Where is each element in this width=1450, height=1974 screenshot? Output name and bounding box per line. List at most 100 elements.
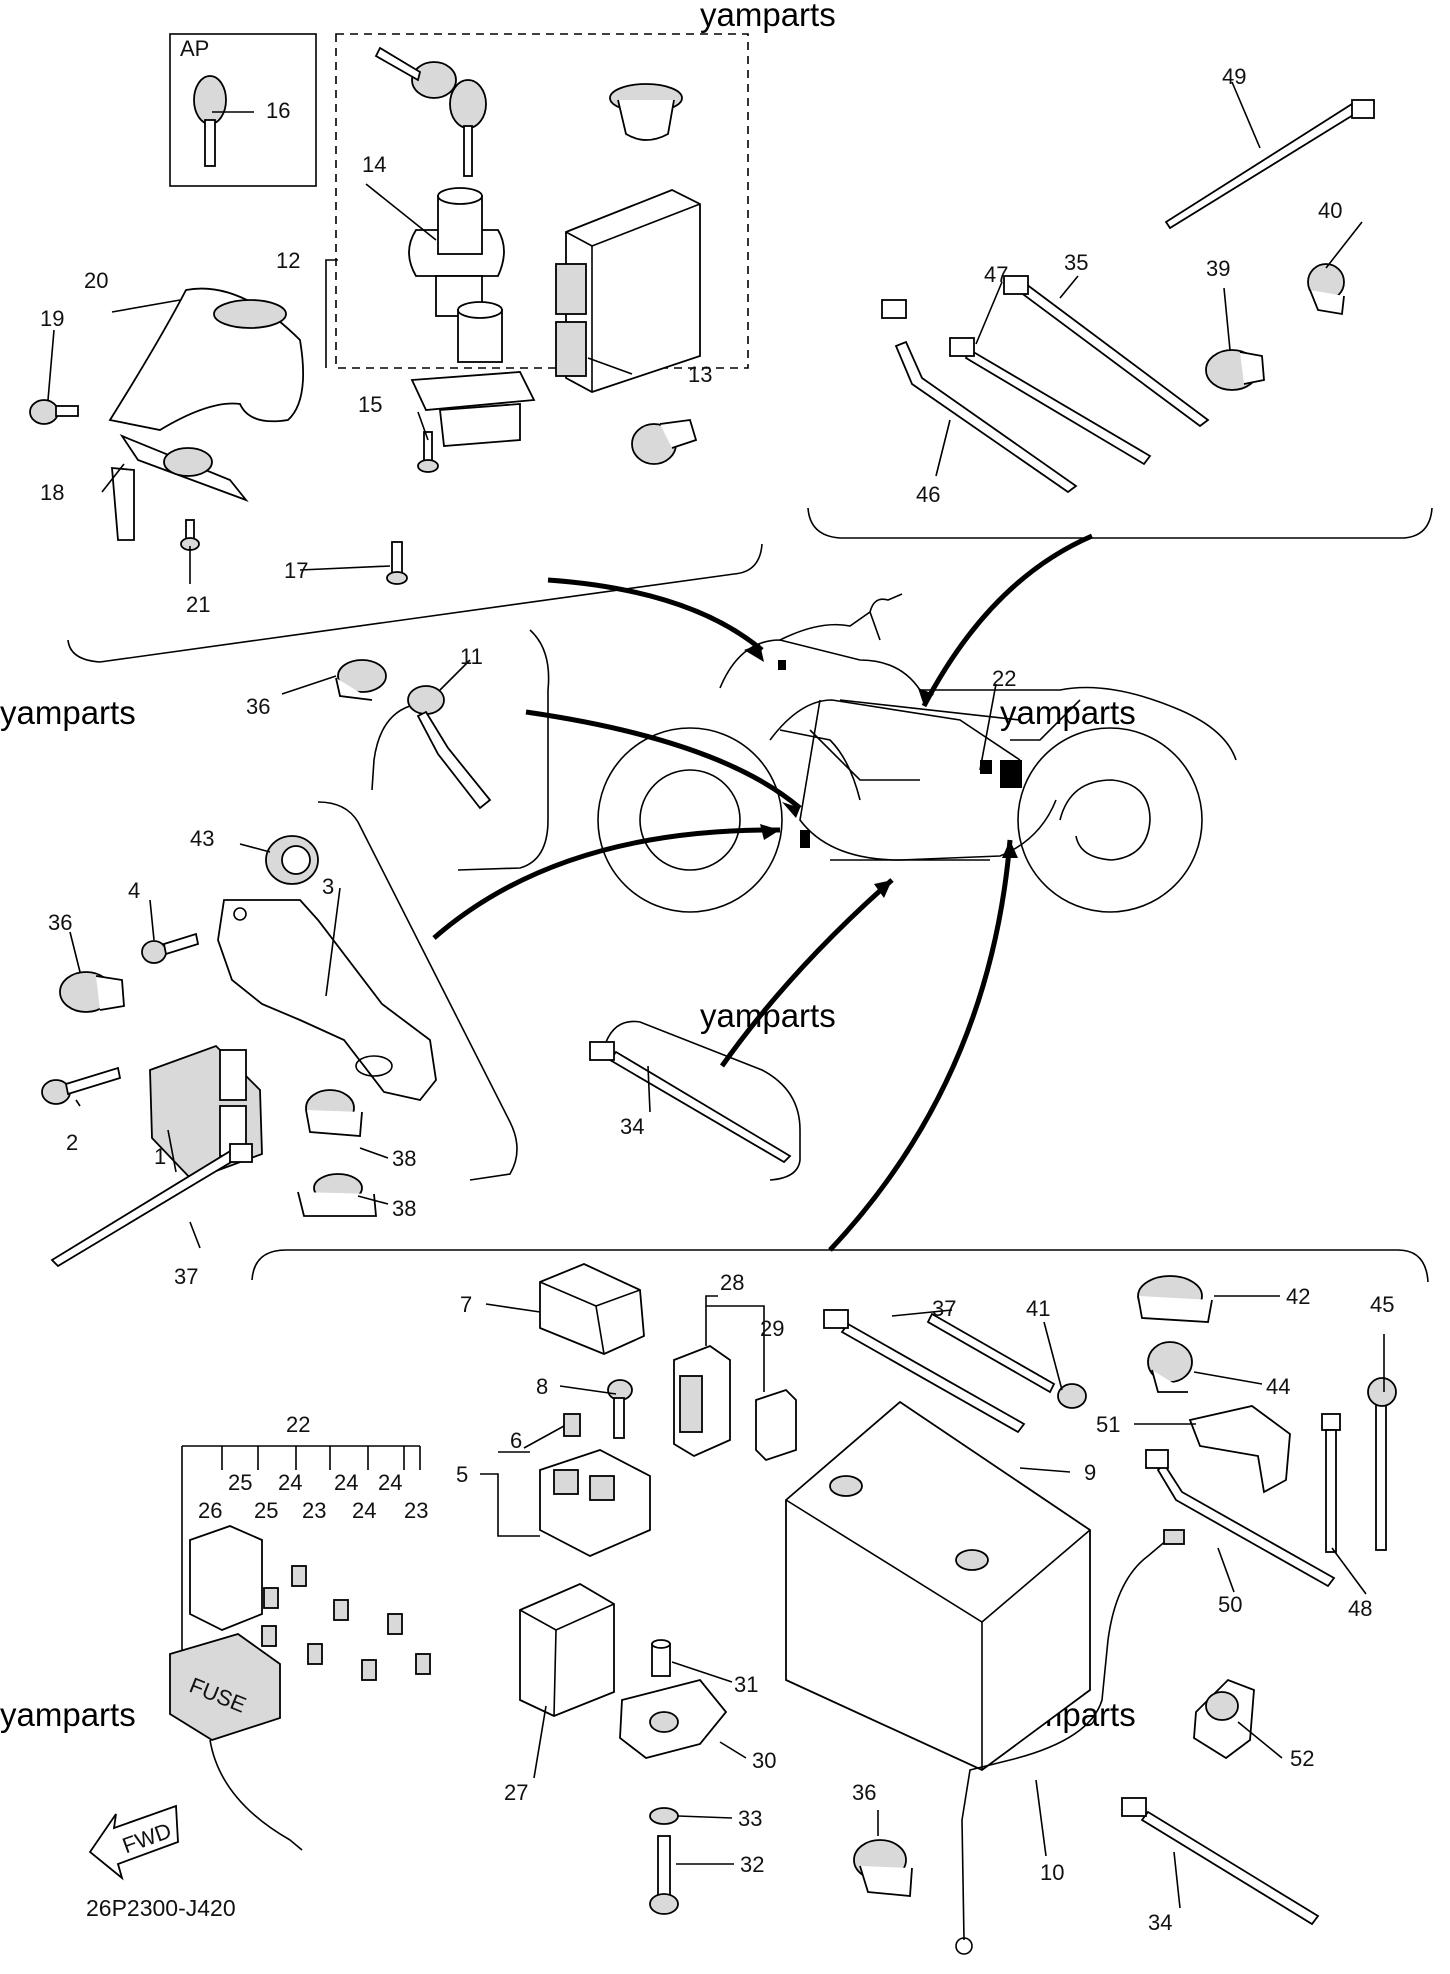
callout-21: 21 [186, 592, 210, 617]
bracket-plate-3 [217, 899, 437, 1102]
fuse-set [261, 1565, 431, 1681]
lock-assembly [410, 301, 536, 447]
cable-tie-34 [589, 1041, 792, 1164]
callout-49: 49 [1222, 64, 1246, 89]
cable-tie-35 [1003, 275, 1210, 428]
cable-tie-47 [949, 337, 1152, 466]
callout-34: 34 [620, 1114, 644, 1139]
callout-31: 31 [734, 1672, 758, 1697]
main-switch-set-box [335, 33, 749, 369]
watermark: yamparts [700, 997, 836, 1034]
clamp-38 [305, 1089, 363, 1137]
watermark: yamparts [0, 694, 136, 731]
callout-7: 7 [460, 1292, 472, 1317]
callout-52: 52 [1290, 1746, 1314, 1771]
cable-tie-37 [50, 1143, 253, 1268]
bolt-17 [386, 541, 408, 585]
pointer-line [719, 878, 894, 1068]
cable-tie-34 [1121, 1797, 1320, 1926]
ring-43 [265, 835, 319, 885]
callout-9: 9 [1084, 1460, 1096, 1485]
callout-38: 38 [392, 1146, 416, 1171]
callout-38: 38 [392, 1196, 416, 1221]
main-switch-14 [408, 187, 505, 317]
callout-17: 17 [284, 558, 308, 583]
keys-set [374, 46, 487, 177]
callout-24: 24 [278, 1470, 302, 1495]
screw-21 [180, 519, 200, 551]
callout-47: 47 [984, 262, 1008, 287]
ap-box [169, 33, 317, 187]
fwd-arrow-icon: FWD [88, 1804, 179, 1881]
bracket-18 [111, 434, 249, 541]
clamp-39 [1205, 349, 1265, 391]
ap-label: AP [180, 36, 209, 61]
callout-22: 22 [992, 666, 1016, 691]
callout-23: 23 [404, 1498, 428, 1523]
pointer-line [432, 827, 781, 940]
callout-2: 2 [66, 1130, 78, 1155]
callout-34: 34 [1148, 1910, 1172, 1935]
band-41 [926, 1312, 1087, 1409]
sensor-clip [631, 419, 698, 465]
bracket-51 [1188, 1405, 1291, 1494]
callout-3: 3 [322, 874, 334, 899]
fuse-box-26 [169, 1525, 303, 1851]
callout-36: 36 [246, 694, 270, 719]
cable-tie-group-bracket [605, 1020, 801, 1181]
callout-30: 30 [752, 1748, 776, 1773]
screw-19 [29, 399, 79, 425]
clamp-38 [297, 1173, 377, 1217]
relay-27 [519, 1582, 615, 1717]
screw-15 [417, 431, 439, 473]
callout-22: 22 [286, 1412, 310, 1437]
ecu-13 [555, 189, 701, 393]
clip-40 [1307, 263, 1345, 316]
clamp-36 [59, 971, 125, 1013]
callout-41: 41 [1026, 1296, 1050, 1321]
callout-24: 24 [378, 1470, 402, 1495]
sensor-11 [371, 685, 492, 810]
callout-39: 39 [1206, 256, 1230, 281]
callout-26: 26 [198, 1498, 222, 1523]
callout-33: 33 [738, 1806, 762, 1831]
leader-lines [47, 81, 1385, 1909]
callout-19: 19 [40, 306, 64, 331]
callout-18: 18 [40, 480, 64, 505]
callout-8: 8 [536, 1374, 548, 1399]
clamp-36 [853, 1839, 913, 1897]
callout-43: 43 [190, 826, 214, 851]
bracket-30 [619, 1678, 728, 1759]
clamp-36 [335, 659, 387, 701]
callout-12: 12 [276, 248, 300, 273]
callout-16: 16 [266, 98, 290, 123]
callout-44: 44 [1266, 1374, 1290, 1399]
bolt-32 [649, 1835, 679, 1915]
clip-tie-45 [1367, 1377, 1397, 1551]
callout-10: 10 [1040, 1860, 1064, 1885]
callout-29: 29 [760, 1316, 784, 1341]
callout-32: 32 [740, 1852, 764, 1877]
callout-20: 20 [84, 268, 108, 293]
arrow-head [782, 802, 800, 818]
callout-23: 23 [302, 1498, 326, 1523]
sensor-group-bracket [457, 629, 550, 871]
relay-29 [755, 1388, 797, 1462]
callout-5: 5 [456, 1462, 468, 1487]
callout-46: 46 [916, 482, 940, 507]
grommet [609, 83, 683, 141]
cover-20 [108, 287, 305, 431]
callout-28: 28 [720, 1270, 744, 1295]
fuse-6 [563, 1413, 581, 1437]
callout-15: 15 [358, 392, 382, 417]
sleeve-31 [651, 1639, 671, 1677]
top-left-group-bracket [67, 543, 763, 663]
top-right-group-bracket [807, 507, 1433, 539]
bolt-2 [41, 1066, 122, 1105]
cover-7 [539, 1263, 645, 1355]
callout-48: 48 [1348, 1596, 1372, 1621]
clamp-42 [1137, 1275, 1213, 1323]
callout-25: 25 [228, 1470, 252, 1495]
